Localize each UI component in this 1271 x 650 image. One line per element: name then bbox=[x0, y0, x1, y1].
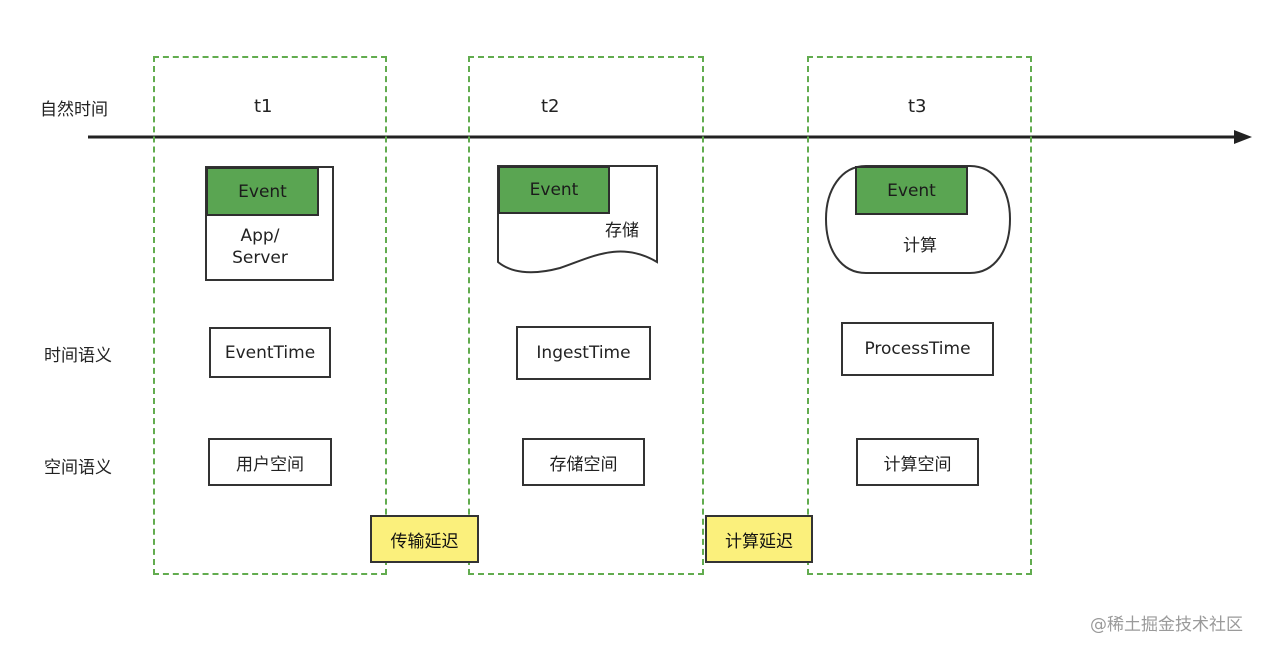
event-block-1: Event bbox=[206, 167, 319, 216]
watermark: @稀土掘金技术社区 bbox=[1090, 615, 1243, 635]
app-server-label: App/ Server bbox=[232, 226, 288, 268]
tick-t3: t3 bbox=[908, 96, 927, 117]
stage-1-container bbox=[153, 56, 387, 575]
timeline-arrow-head bbox=[1234, 130, 1252, 144]
row-label-time-semantic: 时间语义 bbox=[44, 346, 112, 366]
stage-2-container bbox=[468, 56, 704, 575]
storage-label: 存储 bbox=[605, 221, 639, 241]
compute-delay-box: 计算延迟 bbox=[705, 515, 813, 563]
storage-space-box: 存储空间 bbox=[522, 438, 645, 486]
row-label-space-semantic: 空间语义 bbox=[44, 458, 112, 478]
compute-label: 计算 bbox=[903, 236, 937, 256]
compute-space-box: 计算空间 bbox=[856, 438, 979, 486]
event-block-3: Event bbox=[855, 166, 968, 215]
process-time-box: ProcessTime bbox=[841, 322, 994, 376]
row-label-natural-time: 自然时间 bbox=[40, 100, 108, 120]
tick-t1: t1 bbox=[254, 96, 273, 117]
event-block-2: Event bbox=[498, 166, 610, 214]
user-space-box: 用户空间 bbox=[208, 438, 332, 486]
transfer-delay-box: 传输延迟 bbox=[370, 515, 479, 563]
stage-3-container bbox=[807, 56, 1032, 575]
tick-t2: t2 bbox=[541, 96, 560, 117]
ingest-time-box: IngestTime bbox=[516, 326, 651, 380]
event-time-box: EventTime bbox=[209, 327, 331, 378]
